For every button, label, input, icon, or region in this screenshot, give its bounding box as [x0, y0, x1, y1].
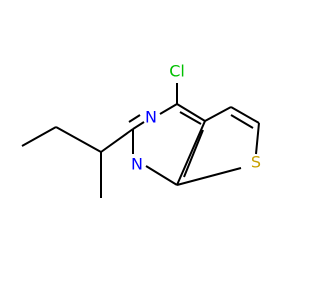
bond-c7a-c4a-inner: [183, 129, 204, 178]
bond-n3-c4: [159, 103, 178, 115]
bond-c6-s: [255, 122, 260, 155]
bond-c2-n3-double: [128, 114, 141, 123]
bond-c4-c4a: [176, 103, 206, 122]
bond-n1-c7a: [145, 165, 178, 186]
bond-c5-c6-double: [230, 114, 254, 129]
bond-c4a-c5: [204, 106, 232, 122]
sulfur-label: S: [251, 153, 261, 172]
bond-c7a-c4a: [176, 120, 206, 186]
bond-ch2-ch: [55, 126, 102, 153]
nitrogen-bottom-label: N: [131, 155, 143, 174]
atom-labels: Cl N N S: [131, 62, 261, 174]
bond-ethyl-ch3-ch2: [21, 126, 57, 147]
bond-s-c7a: [176, 167, 242, 186]
chlorine-label: Cl: [169, 62, 185, 81]
molecule-diagram: Cl N N S: [21, 62, 261, 198]
bond-c2-n3: [132, 121, 145, 130]
nitrogen-top-label: N: [145, 108, 157, 127]
bond-c4-c4a-double: [179, 111, 202, 125]
bonds: [21, 83, 260, 198]
bond-ch-c2: [100, 128, 134, 153]
bond-c5-c6: [230, 106, 260, 124]
